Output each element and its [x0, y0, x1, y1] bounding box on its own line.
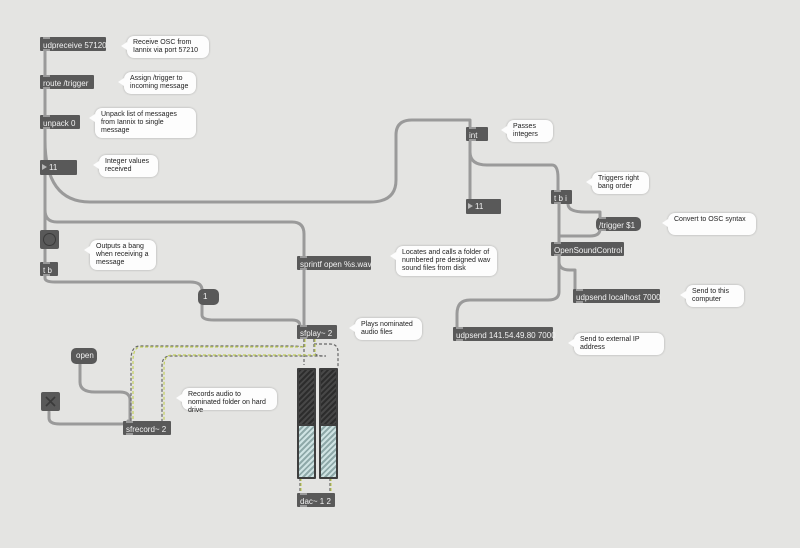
sprintf-object[interactable]: sprintf open %s.wav — [297, 256, 372, 270]
comment-unpack: Unpack list of messages from Iannix to s… — [89, 108, 196, 138]
comment-plays-audio: Plays nominated audio files — [349, 318, 422, 340]
number-triangle-icon — [42, 164, 47, 170]
message-one[interactable]: 1 — [198, 289, 219, 305]
udpsend-external-object[interactable]: udpsend 141.54.49.80 7000 — [453, 327, 556, 341]
meter-right-empty — [321, 370, 336, 424]
trigger-bang-int-object[interactable]: t b i — [551, 190, 572, 204]
int-object[interactable]: int — [466, 127, 488, 141]
comment-convert-osc: Convert to OSC syntax — [662, 213, 756, 235]
open-message[interactable]: open — [71, 348, 97, 364]
comment-send-external: Send to external IP address — [568, 333, 664, 355]
comment-records-audio: Records audio to nominated folder on har… — [176, 388, 277, 414]
route-object[interactable]: route /trigger — [40, 75, 94, 89]
record-toggle[interactable] — [41, 392, 60, 411]
comment-send-computer: Send to this computer — [680, 285, 744, 307]
comment-assign-trigger: Assign /trigger to incoming message — [118, 72, 196, 94]
bang-circle-icon — [43, 233, 56, 246]
opensoundcontrol-object[interactable]: OpenSoundControl — [551, 242, 624, 256]
udpreceive-object[interactable]: udpreceive 57120 — [40, 37, 107, 51]
trigger-message-box[interactable]: /trigger $1 — [596, 217, 641, 231]
integer-number-box-left[interactable]: 11 — [40, 160, 77, 175]
trigger-bang-object[interactable]: t b — [40, 262, 58, 276]
comment-triggers-bang: Triggers right bang order — [586, 172, 649, 194]
comment-passes-integers: Passes integers — [501, 120, 553, 142]
meter-left-empty — [299, 370, 314, 424]
meter-left-fill — [299, 426, 314, 477]
meter-right-fill — [321, 426, 336, 477]
comment-receive-osc: Receive OSC from Iannix via port 57210 — [121, 36, 209, 58]
comment-outputs-bang: Outputs a bang when receiving a message — [84, 240, 156, 270]
toggle-x-icon — [45, 396, 56, 407]
integer-number-box-right[interactable]: 11 — [466, 199, 501, 214]
sfrecord-object[interactable]: sfrecord~ 2 — [123, 421, 171, 435]
unpack-object[interactable]: unpack 0 — [40, 115, 80, 129]
bang-button[interactable] — [40, 230, 59, 249]
sfplay-object[interactable]: sfplay~ 2 — [297, 325, 337, 339]
comment-integer-values: Integer values received — [93, 155, 158, 177]
level-meter-right[interactable] — [319, 368, 338, 479]
udpsend-localhost-object[interactable]: udpsend localhost 7000 — [573, 289, 661, 303]
level-meter-left[interactable] — [297, 368, 316, 479]
number-triangle-icon — [468, 203, 473, 209]
dac-object[interactable]: dac~ 1 2 — [297, 493, 335, 507]
comment-locates-folder: Locates and calls a folder of numbered p… — [390, 246, 497, 276]
